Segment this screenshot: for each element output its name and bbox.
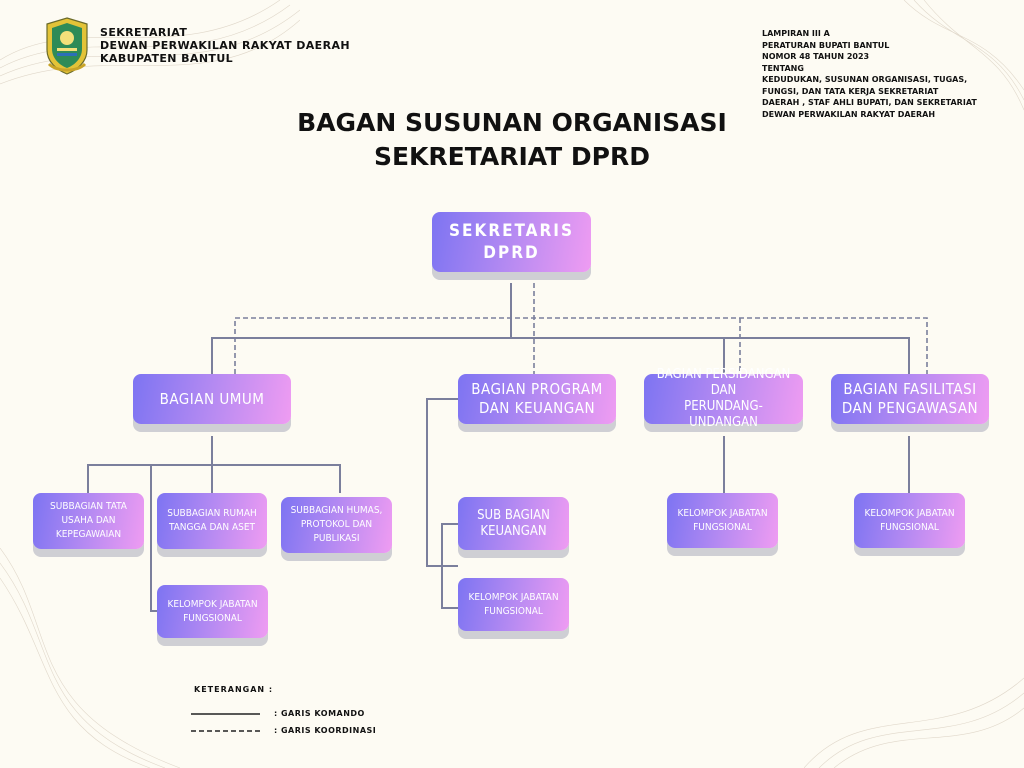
lampiran-line: PERATURAN BUPATI BANTUL [762, 40, 890, 50]
title-line-1: BAGAN SUSUNAN ORGANISASI [297, 108, 727, 137]
node-label: KEUANGAN [480, 523, 547, 539]
node-label: PUBLIKASI [313, 533, 360, 544]
node-subbagian-tata-usaha: SUBBAGIAN TATA USAHA DAN KEPEGAWAIAN [33, 493, 144, 549]
node-label: SEKRETARIS [449, 221, 574, 241]
node-label: DAN PENGAWASAN [841, 399, 979, 417]
node-label: KEPEGAWAIAN [55, 529, 122, 540]
legend-koordinasi-label: : GARIS KOORDINASI [274, 726, 377, 735]
header-line-1: SEKRETARIAT [100, 26, 188, 39]
komando-line [150, 465, 157, 612]
komando-line [87, 464, 341, 493]
node-label: SUBBAGIAN HUMAS, [290, 505, 383, 516]
node-kjf-bagian-umum: KELOMPOK JABATAN FUNGSIONAL [157, 585, 268, 638]
lampiran-line: LAMPIRAN III A [762, 29, 830, 38]
lampiran-line: DAERAH , STAF AHLI BUPATI, DAN SEKRETARI… [762, 98, 977, 107]
node-label: BAGIAN PERSIDANGAN DAN [656, 367, 791, 398]
node-subbagian-humas: SUBBAGIAN HUMAS, PROTOKOL DAN PUBLIKASI [281, 497, 392, 553]
page-title: BAGAN SUSUNAN ORGANISASI SEKRETARIAT DPR… [262, 106, 762, 174]
node-label: BAGIAN FASILITASI [843, 380, 977, 398]
node-label: USAHA DAN [61, 515, 116, 526]
lampiran-line: DEWAN PERWAKILAN RAKYAT DAERAH [762, 109, 936, 119]
legend-title: KETERANGAN : [194, 685, 274, 694]
institution-header: SEKRETARIAT DEWAN PERWAKILAN RAKYAT DAER… [100, 26, 350, 65]
komando-line [441, 523, 458, 566]
node-label: DAN KEUANGAN [478, 399, 596, 417]
node-label: KELOMPOK JABATAN [864, 507, 955, 519]
node-label: SUB BAGIAN [477, 507, 550, 523]
header-line-3: KABUPATEN BANTUL [100, 52, 234, 65]
node-label: KELOMPOK JABATAN [468, 591, 559, 603]
node-label: DPRD [483, 243, 540, 263]
node-label: KELOMPOK JABATAN [167, 598, 258, 610]
koordinasi-line [234, 317, 928, 374]
lampiran-note: LAMPIRAN III A PERATURAN BUPATI BANTUL N… [762, 28, 1007, 120]
lampiran-line: NOMOR 48 TAHUN 2023 [762, 52, 870, 61]
komando-line [211, 337, 910, 374]
node-label: BAGIAN UMUM [159, 389, 265, 408]
node-label: BAGIAN PROGRAM [471, 380, 603, 398]
node-subbagian-rumah-tangga: SUBBAGIAN RUMAH TANGGA DAN ASET [157, 493, 267, 549]
header-line-2: DEWAN PERWAKILAN RAKYAT DAERAH [100, 39, 350, 52]
node-label: FUNGSIONAL [484, 605, 543, 617]
node-label: PERUNDANG-UNDANGAN [684, 399, 763, 430]
node-label: SUBBAGIAN TATA [50, 501, 127, 512]
legend-komando-label: : GARIS KOMANDO [274, 709, 365, 718]
node-label: TANGGA DAN ASET [168, 522, 256, 533]
node-kjf-bagian-program: KELOMPOK JABATAN FUNGSIONAL [458, 578, 569, 631]
node-label: FUNGSIONAL [183, 612, 242, 624]
lampiran-line: TENTANG [762, 63, 804, 73]
node-label: FUNGSIONAL [693, 521, 752, 533]
node-label: KELOMPOK JABATAN [677, 507, 768, 519]
kabupaten-bantul-logo [46, 17, 88, 75]
komando-line [441, 566, 458, 609]
node-kjf-bagian-persidangan: KELOMPOK JABATAN FUNGSIONAL [667, 493, 778, 548]
lampiran-line: FUNGSI, DAN TATA KERJA SEKRETARIAT [762, 86, 939, 96]
node-label: PROTOKOL DAN [300, 519, 373, 530]
node-bagian-umum: BAGIAN UMUM [133, 374, 291, 424]
node-label: SUBBAGIAN RUMAH [167, 508, 257, 519]
lampiran-line: KEDUDUKAN, SUSUNAN ORGANISASI, TUGAS, [762, 75, 968, 84]
node-label: FUNGSIONAL [880, 521, 939, 533]
title-line-2: SEKRETARIAT DPRD [373, 142, 651, 171]
node-kjf-bagian-fasilitasi: KELOMPOK JABATAN FUNGSIONAL [854, 493, 965, 548]
